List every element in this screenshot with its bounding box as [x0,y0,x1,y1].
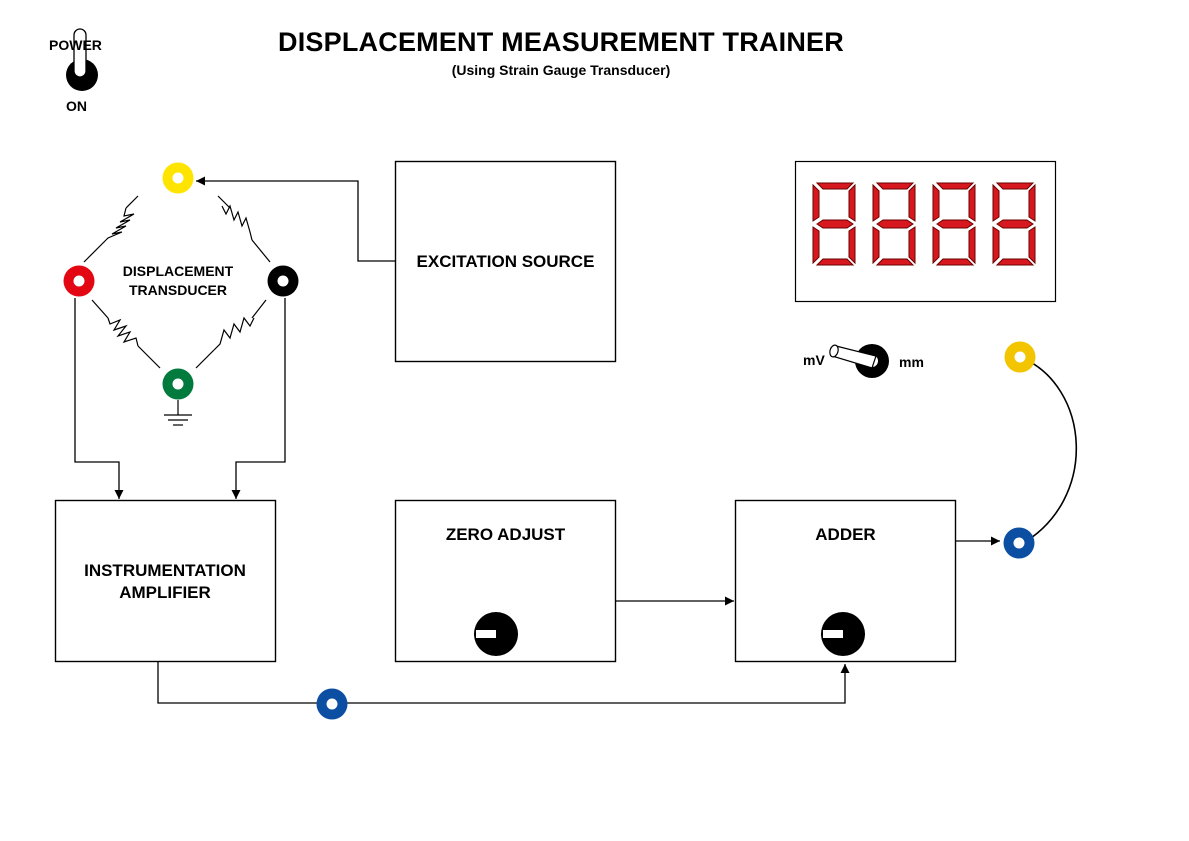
ground-symbol-icon [164,400,192,426]
seven-segment-display [812,182,1036,266]
adder-block [734,499,957,663]
display-segment [908,183,916,222]
page-subtitle: (Using Strain Gauge Transducer) [451,62,671,78]
display-segment [992,226,1000,265]
terminal-blue-inamp-out[interactable] [316,688,348,720]
display-segment [996,219,1034,229]
zero-adjust-knob[interactable] [474,612,518,656]
resistor-icon [105,207,135,241]
display-segment [936,219,974,229]
display-digit [932,182,976,266]
display-segment [935,258,975,266]
display-segment [848,183,856,222]
display-segment [812,226,820,265]
terminal-green-ground[interactable] [162,368,194,400]
display-segment [968,226,976,265]
excitation-source-label: EXCITATION SOURCE [416,252,595,271]
display-segment [992,183,1000,222]
display-digit [992,182,1036,266]
terminal-yellow-excitation[interactable] [162,162,194,194]
power-state-label: ON [66,98,87,114]
adder-label: ADDER [815,525,876,544]
display-segment [875,258,915,266]
terminal-yellow-display-in[interactable] [1004,341,1036,373]
display-segment [935,182,975,190]
terminal-red-bridge[interactable] [63,265,95,297]
display-segment [848,226,856,265]
resistor-icon [221,204,253,241]
display-segment [1028,226,1036,265]
terminal-black-bridge[interactable] [267,265,299,297]
excitation-source-block [394,160,617,363]
display-segment [995,258,1035,266]
terminal-blue-adder-out[interactable] [1003,527,1035,559]
transducer-label-line2: TRANSDUCER [129,282,227,298]
display-segment [812,183,820,222]
display-digit [812,182,856,266]
display-segment [815,182,855,190]
instrumentation-amplifier-label: INSTRUMENTATION AMPLIFIER [55,560,275,604]
resistor-icon [107,317,139,347]
display-segment [1028,183,1036,222]
transducer-label-line1: DISPLACEMENT [122,263,234,279]
transducer-label: DISPLACEMENT TRANSDUCER [100,262,256,300]
page-title: DISPLACEMENT MEASUREMENT TRAINER [278,27,844,57]
display-segment [872,226,880,265]
display-segment [816,219,854,229]
display-digit [872,182,916,266]
display-segment [932,183,940,222]
display-panel [794,160,1057,303]
instrumentation-amplifier-block [54,499,277,663]
zero-adjust-label: ZERO ADJUST [445,525,566,544]
display-segment [968,183,976,222]
display-segment [872,183,880,222]
inamp-label-line1: INSTRUMENTATION [84,561,246,580]
display-segment [932,226,940,265]
unit-mv-label: mV [803,352,825,368]
zero-adjust-block [394,499,617,663]
resistor-icon [213,316,255,351]
unit-toggle-switch[interactable] [829,344,889,378]
signal-wires [74,176,1078,704]
inamp-label-line2: AMPLIFIER [119,583,211,602]
display-segment [995,182,1035,190]
bridge-wiring [83,195,271,369]
display-segment [815,258,855,266]
power-label: POWER [49,37,102,53]
adder-knob[interactable] [821,612,865,656]
display-segment [876,219,914,229]
power-toggle-switch[interactable] [66,28,98,91]
display-segment [875,182,915,190]
unit-mm-label: mm [899,354,924,370]
display-segment [908,226,916,265]
